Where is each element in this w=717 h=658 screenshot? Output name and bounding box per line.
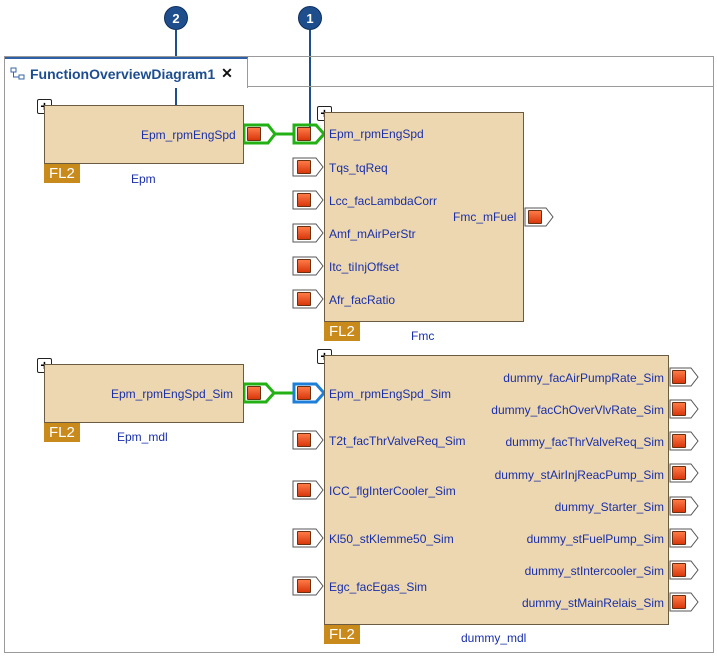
port-label-fmc-in-6: Afr_facRatio bbox=[329, 293, 396, 307]
port-label-dummy-in-5: Egc_facEgas_Sim bbox=[329, 580, 428, 594]
port-label-fmc-in-2: Tqs_tqReq bbox=[329, 161, 388, 175]
port-fmc-out[interactable] bbox=[528, 210, 542, 224]
connection-epm-mdl-to-dummy-target bbox=[292, 382, 327, 404]
port-label-dummy-out-2: dummy_facChOverVlvRate_Sim bbox=[491, 403, 664, 417]
port-epm-mdl-out[interactable] bbox=[247, 386, 261, 400]
port-dummy-out-7[interactable] bbox=[672, 563, 686, 577]
port-dummy-out-3[interactable] bbox=[672, 434, 686, 448]
port-dummy-in-5[interactable] bbox=[297, 579, 311, 593]
port-dummy-in-3[interactable] bbox=[297, 483, 311, 497]
fl2-badge: FL2 bbox=[44, 423, 80, 442]
port-label-dummy-out-4: dummy_stAirInjReacPump_Sim bbox=[494, 468, 664, 482]
port-dummy-out-6[interactable] bbox=[672, 531, 686, 545]
fl2-badge: FL2 bbox=[324, 625, 360, 644]
block-name-dummy-mdl: dummy_mdl bbox=[461, 631, 527, 645]
port-label-dummy-out-1: dummy_facAirPumpRate_Sim bbox=[503, 371, 664, 385]
port-label-fmc-in-1: Epm_rpmEngSpd bbox=[329, 127, 424, 141]
port-dummy-out-2[interactable] bbox=[672, 402, 686, 416]
port-dummy-out-4[interactable] bbox=[672, 466, 686, 480]
port-label-epm-out: Epm_rpmEngSpd bbox=[141, 128, 236, 142]
port-label-fmc-in-4: Amf_mAirPerStr bbox=[329, 227, 416, 241]
tab-title: FunctionOverviewDiagram1 bbox=[30, 65, 216, 82]
port-dummy-out-5[interactable] bbox=[672, 499, 686, 513]
port-dummy-out-8[interactable] bbox=[672, 595, 686, 609]
connection-epm-mdl-to-dummy-source bbox=[242, 382, 277, 404]
port-label-dummy-out-7: dummy_stIntercooler_Sim bbox=[524, 564, 664, 578]
tab-function-overview-diagram[interactable]: FunctionOverviewDiagram1 ✕ bbox=[5, 57, 248, 88]
block-epm-mdl[interactable] bbox=[44, 364, 244, 423]
callout-1: 1 bbox=[298, 6, 322, 30]
port-fmc-in-4[interactable] bbox=[297, 226, 311, 240]
port-fmc-in-1[interactable] bbox=[297, 127, 311, 141]
port-dummy-in-1[interactable] bbox=[297, 386, 311, 400]
fl2-badge: FL2 bbox=[44, 164, 80, 183]
port-dummy-in-4[interactable] bbox=[297, 531, 311, 545]
block-fmc[interactable] bbox=[324, 112, 524, 322]
port-label-dummy-out-6: dummy_stFuelPump_Sim bbox=[526, 532, 664, 546]
port-label-dummy-out-3: dummy_facThrValveReq_Sim bbox=[505, 435, 664, 449]
port-label-dummy-out-8: dummy_stMainRelais_Sim bbox=[521, 596, 664, 610]
port-label-fmc-out: Fmc_mFuel bbox=[453, 210, 517, 224]
port-fmc-in-3[interactable] bbox=[297, 193, 311, 207]
fl2-badge: FL2 bbox=[324, 322, 360, 341]
block-dummy-mdl[interactable] bbox=[324, 355, 669, 625]
diagram-icon bbox=[10, 67, 25, 79]
port-dummy-in-2[interactable] bbox=[297, 433, 311, 447]
port-dummy-out-1[interactable] bbox=[672, 370, 686, 384]
port-label-fmc-in-3: Lcc_facLambdaCorr bbox=[329, 194, 438, 208]
port-label-dummy-in-4: Kl50_stKlemme50_Sim bbox=[329, 532, 454, 546]
diagram-editor-frame bbox=[4, 56, 714, 653]
close-icon[interactable]: ✕ bbox=[221, 65, 233, 81]
port-label-dummy-out-5: dummy_Starter_Sim bbox=[554, 500, 664, 514]
port-label-fmc-in-5: Itc_tiInjOffset bbox=[329, 260, 399, 274]
port-label-dummy-in-2: T2t_facThrValveReq_Sim bbox=[329, 434, 466, 448]
callout-1-leader bbox=[309, 30, 311, 134]
block-name-fmc: Fmc bbox=[411, 329, 435, 343]
connection-epm-to-fmc-source bbox=[242, 123, 277, 145]
callout-2: 2 bbox=[164, 6, 188, 30]
port-epm-out[interactable] bbox=[247, 127, 261, 141]
block-name-epm: Epm bbox=[131, 172, 156, 186]
port-fmc-in-5[interactable] bbox=[297, 259, 311, 273]
block-epm[interactable] bbox=[44, 105, 244, 164]
port-fmc-in-2[interactable] bbox=[297, 160, 311, 174]
port-label-epm-mdl-out: Epm_rpmEngSpd_Sim bbox=[111, 387, 234, 401]
port-label-dummy-in-1: Epm_rpmEngSpd_Sim bbox=[329, 387, 452, 401]
connection-epm-to-fmc-target bbox=[292, 123, 327, 145]
port-fmc-in-6[interactable] bbox=[297, 292, 311, 306]
tab-bar bbox=[5, 57, 713, 87]
port-label-dummy-in-3: ICC_flgInterCooler_Sim bbox=[329, 484, 456, 498]
block-name-epm-mdl: Epm_mdl bbox=[117, 430, 168, 444]
